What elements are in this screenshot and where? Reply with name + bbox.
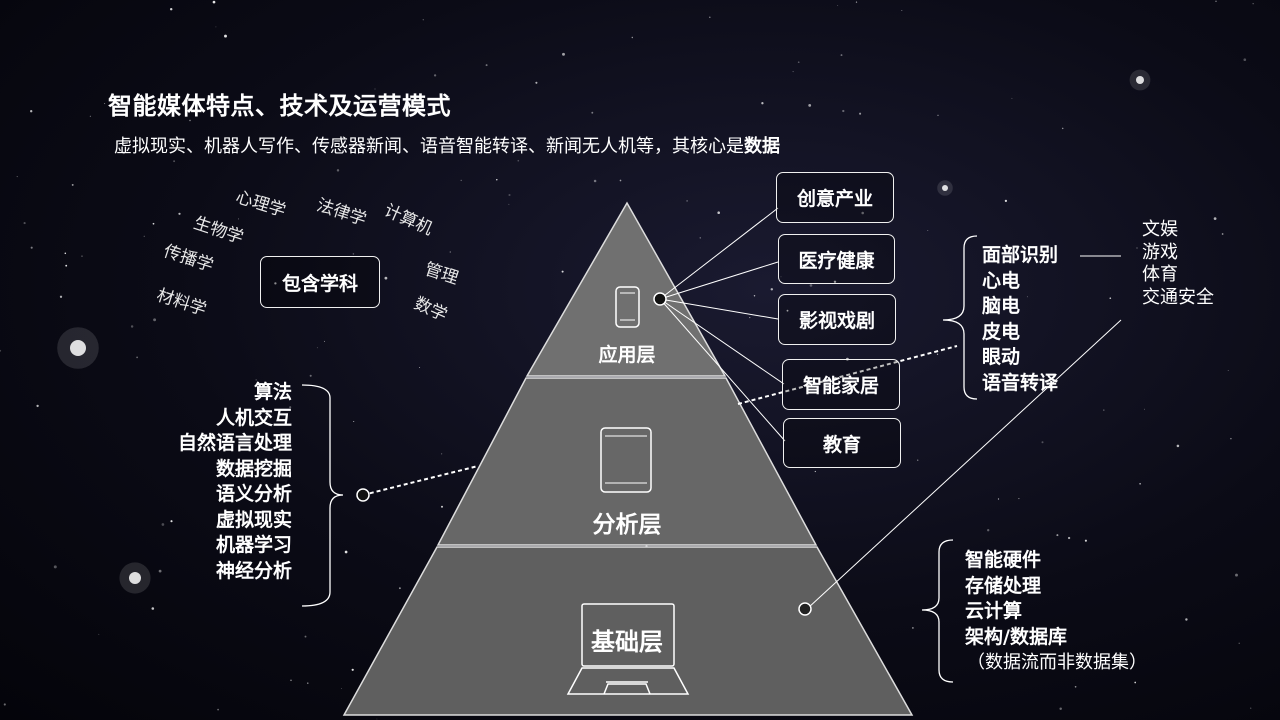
app-box-creative-industry: 创意产业	[776, 172, 894, 223]
analysis-list: 算法 人机交互 自然语言处理 数据挖掘 语义分析 虚拟现实 机器学习 神经分析	[150, 380, 292, 584]
list-item: 自然语言处理	[177, 432, 292, 454]
app-box-education: 教育	[783, 418, 901, 468]
subtitle: 虚拟现实、机器人写作、传感器新闻、语音智能转译、新闻无人机等，其核心是数据	[114, 132, 780, 158]
app-box-healthcare: 医疗健康	[778, 234, 895, 284]
list-item: 交通安全	[1142, 286, 1214, 308]
foundation-brace	[921, 539, 954, 683]
layer-label-application: 应用层	[598, 344, 656, 366]
laptop-icon	[566, 603, 690, 695]
disciplines-box-label: 包含学科	[281, 272, 358, 295]
analysis-brace	[301, 384, 344, 607]
subtitle-text: 虚拟现实、机器人写作、传感器新闻、语音智能转译、新闻无人机等，其核心是	[114, 136, 744, 157]
list-item: （数据流而非数据集）	[967, 652, 1147, 673]
page-title: 智能媒体特点、技术及运营模式	[108, 92, 451, 120]
foundation-node	[798, 602, 812, 616]
list-item: 智能硬件	[965, 549, 1042, 571]
list-item: 人机交互	[215, 406, 292, 429]
list-item: 皮电	[982, 320, 1021, 343]
list-item: 存储处理	[965, 574, 1042, 597]
list-item: 架构/数据库	[965, 625, 1067, 648]
list-item: 数据挖掘	[215, 457, 292, 480]
list-item: 机器学习	[215, 534, 292, 556]
pyramid-middle-tier	[436, 377, 818, 546]
tablet-icon	[600, 427, 652, 493]
list-item: 游戏	[1142, 241, 1178, 263]
subtitle-emphasis: 数据	[744, 136, 780, 157]
app-box-smart-home: 智能家居	[782, 359, 900, 410]
pyramid-bottom-tier	[342, 546, 914, 716]
disciplines-box: 包含学科	[260, 256, 380, 308]
app-box-film-drama: 影视戏剧	[778, 294, 896, 345]
analysis-node	[356, 488, 370, 502]
sensing-brace	[942, 235, 978, 400]
sensing-list: 面部识别 心电 脑电 皮电 眼动 语音转译	[982, 243, 1058, 396]
phone-icon	[615, 286, 640, 328]
pyramid-top-tier	[525, 201, 727, 377]
list-item: 云计算	[965, 600, 1023, 622]
entertainment-list: 文娱 游戏 体育 交通安全	[1142, 219, 1214, 309]
list-item: 算法	[253, 381, 292, 403]
list-item: 虚拟现实	[215, 508, 292, 531]
list-item: 语音转译	[982, 371, 1059, 394]
list-item: 脑电	[982, 295, 1021, 317]
list-item: 神经分析	[215, 559, 292, 582]
layer-label-analysis: 分析层	[592, 512, 662, 538]
list-item: 面部识别	[982, 244, 1059, 266]
list-item: 语义分析	[215, 483, 292, 505]
list-item: 眼动	[982, 346, 1021, 368]
list-item: 心电	[982, 269, 1021, 292]
application-node	[653, 292, 667, 306]
list-item: 体育	[1142, 264, 1178, 285]
foundation-list: 智能硬件 存储处理 云计算 架构/数据库 （数据流而非数据集）	[965, 548, 1147, 676]
layer-label-foundation: 基础层	[591, 628, 663, 656]
list-item: 文娱	[1142, 219, 1178, 240]
